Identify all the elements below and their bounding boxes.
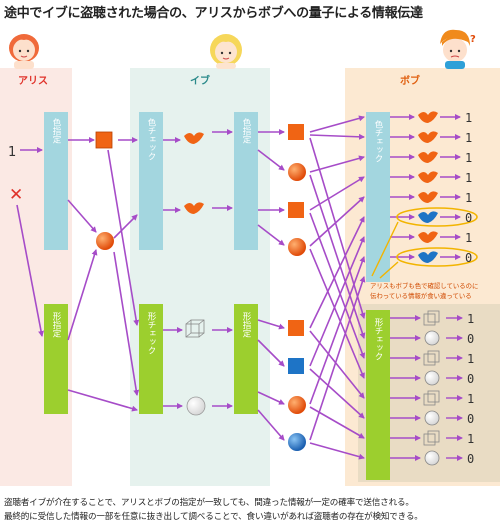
bob-color-check-label: 色チェック: [373, 119, 383, 162]
wing-icon: [184, 202, 204, 214]
wire-cube-icon: [423, 390, 440, 406]
result-digit: 1: [467, 312, 474, 326]
result-digit: 1: [465, 191, 472, 205]
eve-avatar: [210, 34, 242, 69]
wing-icon: [418, 171, 438, 183]
result-digit: 1: [467, 352, 474, 366]
sphere-icon: [288, 163, 306, 181]
eve-shape-check-label: 形チェック: [146, 312, 156, 355]
cube-icon: [95, 131, 113, 149]
result-digit: 1: [465, 151, 472, 165]
caption-line-1: 盗聴者イブが介在することで、アリスとボブの指定が一致しても、間違った情報が一定の…: [4, 498, 414, 508]
result-digit: 1: [465, 171, 472, 185]
wire-sphere-icon: [424, 450, 440, 466]
wing-icon: [418, 231, 438, 243]
cube-icon: [288, 202, 304, 218]
wing-icon: [418, 111, 438, 123]
mismatch-highlight: [396, 247, 478, 267]
bob-shape-icons: [423, 310, 440, 466]
wing-icon: [418, 131, 438, 143]
note-pointer: [379, 261, 399, 279]
eve-color-check-label: 色チェック: [146, 117, 156, 160]
wire-cube-icon: [423, 430, 440, 446]
alice-bit-zero-mark: ✕: [9, 185, 23, 205]
bob-color-outputs: [390, 114, 461, 260]
wing-icon: [184, 132, 204, 144]
cube-icon: [288, 124, 304, 140]
wire-sphere-icon: [424, 370, 440, 386]
result-digit: 0: [467, 452, 474, 466]
mismatch-highlight: [396, 207, 478, 227]
mismatch-note-line-1: アリスもボブも色で確認しているのに: [370, 281, 478, 290]
sphere-icon: [288, 238, 306, 256]
result-digit: 0: [465, 251, 472, 265]
sphere-icon: [96, 232, 114, 250]
wire-sphere-icon: [424, 410, 440, 426]
result-digit: 0: [467, 412, 474, 426]
eve-label: イブ: [190, 74, 210, 87]
wire-cube-icon: [423, 350, 440, 366]
wire-sphere-icon: [424, 330, 440, 346]
result-digit: 1: [465, 111, 472, 125]
caption-line-2: 最終的に受信した情報の一部を任意に抜き出して調べることで、食い違いがあれば盗聴者…: [4, 512, 423, 522]
alice-label: アリス: [18, 75, 48, 87]
eve-shape-set-label: 形指定: [241, 312, 251, 338]
result-digit: 0: [465, 211, 472, 225]
bob-color-check-box: [366, 112, 390, 282]
blue-sphere-icon: [288, 433, 306, 451]
blue-wing-icon: [418, 251, 438, 263]
wire-sphere-icon: [186, 396, 206, 416]
result-digit: 1: [467, 392, 474, 406]
wire-cube-icon: [423, 310, 440, 326]
bob-shape-results: 1 0 1 0 1 0 1 0: [467, 312, 474, 466]
wire-cube-icon: [185, 319, 205, 338]
alice-shape-label: 形指定: [51, 312, 61, 338]
svg-text:?: ?: [470, 34, 476, 45]
mismatch-note-line-2: 伝わっている情報が食い違っている: [370, 291, 472, 300]
eve-shape-set-box: [234, 304, 258, 414]
alice-bit-one: 1: [8, 145, 16, 160]
result-digit: 1: [465, 231, 472, 245]
bob-label: ボブ: [400, 74, 420, 87]
page-title: 途中でイブに盗聴された場合の、アリスからボブへの量子による情報伝達: [4, 6, 423, 21]
result-digit: 1: [465, 131, 472, 145]
eve-color-set-label: 色指定: [241, 117, 251, 144]
bob-shape-outputs: [390, 315, 463, 461]
sphere-icon: [288, 396, 306, 414]
arrows: [16, 115, 366, 460]
bob-color-results: 1 1 1 1 1 0 1 0: [465, 111, 472, 265]
eve-shape-check-box: [139, 304, 163, 414]
blue-cube-icon: [288, 358, 304, 374]
alice-avatar: [9, 34, 39, 69]
result-digit: 0: [467, 372, 474, 386]
result-digit: 1: [467, 432, 474, 446]
bob-avatar: ?: [440, 29, 476, 69]
wing-icon: [418, 151, 438, 163]
bob-shape-check-label: 形チェック: [373, 318, 383, 361]
bob-shape-check-box: [366, 310, 390, 480]
wing-icon: [418, 191, 438, 203]
blue-wing-icon: [418, 211, 438, 223]
eve-color-set-box: [234, 112, 258, 250]
cube-icon: [288, 320, 304, 336]
alice-color-box: [44, 112, 68, 250]
alice-color-label: 色指定: [51, 117, 61, 144]
alice-shape-box: [44, 304, 68, 414]
note-pointer: [371, 221, 399, 277]
result-digit: 0: [467, 332, 474, 346]
eve-color-check-box: [139, 112, 163, 250]
